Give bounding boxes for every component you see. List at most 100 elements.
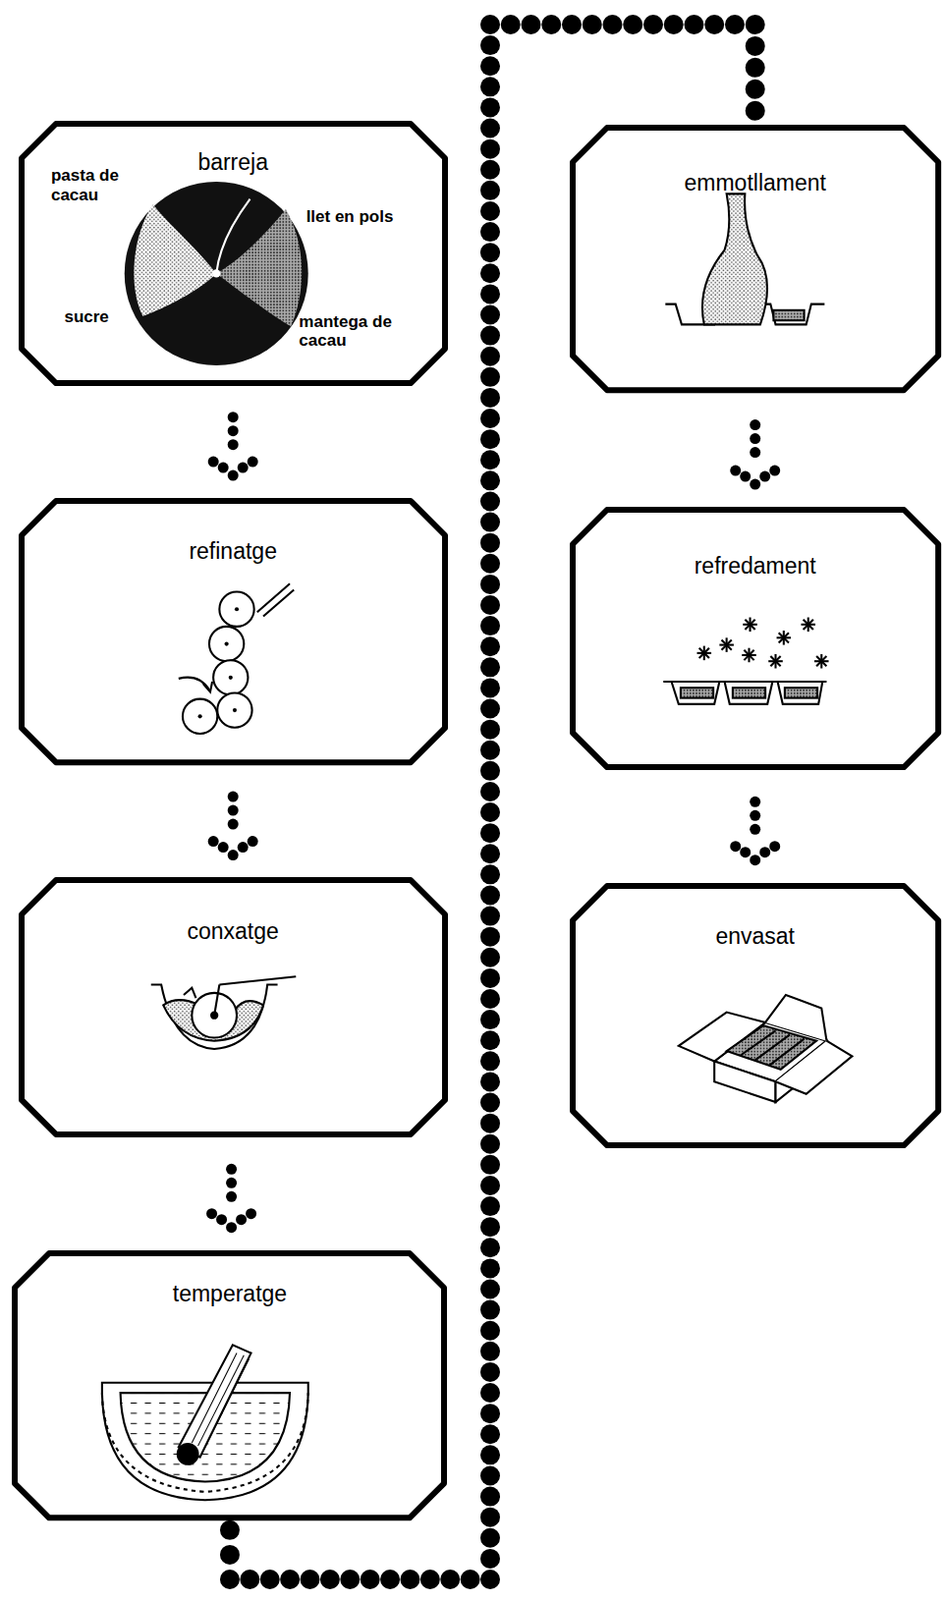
- connector-dot: [480, 1403, 501, 1424]
- connector-dot: [664, 14, 684, 35]
- process-box: barrejapasta de cacaullet en polssucrema…: [18, 120, 448, 387]
- connector-dot: [480, 1279, 501, 1300]
- connector-dot: [480, 1134, 501, 1155]
- connector-dot: [480, 823, 501, 843]
- illustration-part: [178, 1344, 252, 1457]
- ingredient-label: sucre: [63, 307, 109, 328]
- step-title: envasat: [569, 923, 942, 950]
- connector-dot: [480, 118, 501, 139]
- illustration-part: [732, 687, 766, 698]
- connector-dot: [480, 1465, 501, 1486]
- connector-dot: [480, 761, 501, 781]
- illustration-part: [760, 304, 825, 326]
- illustration-part: [124, 181, 309, 366]
- illustration-part: [217, 692, 252, 727]
- connector-dot: [480, 97, 501, 117]
- connector-dot: [245, 1208, 257, 1220]
- connector-dot: [247, 835, 259, 847]
- illustration-part: [263, 589, 294, 616]
- connector-dot: [208, 835, 220, 847]
- step-title: temperatge: [11, 1280, 447, 1308]
- connector-dot: [745, 79, 766, 100]
- connector-dot: [480, 533, 501, 554]
- connector-dot: [227, 819, 239, 831]
- connector-dot: [480, 615, 501, 636]
- connector-dot: [480, 35, 501, 56]
- octagon-line: [572, 127, 939, 390]
- illustration-part: [769, 1039, 804, 1066]
- connector-dot: [480, 740, 501, 761]
- connector-dot: [225, 1164, 237, 1175]
- connector-dot: [480, 968, 501, 989]
- connector-dot: [724, 14, 745, 35]
- connector-dot: [399, 1569, 420, 1590]
- connector-dot: [279, 1569, 300, 1590]
- connector-dot: [480, 388, 501, 408]
- star-stroke: [779, 632, 789, 643]
- connector-dot: [480, 160, 501, 180]
- dot-connector: [208, 791, 259, 861]
- step-title: refinatge: [18, 538, 448, 565]
- connector-dot: [582, 14, 603, 35]
- connector-dot: [480, 1362, 501, 1383]
- illustration-part: [228, 675, 233, 680]
- connector-dot: [729, 840, 741, 852]
- illustration-part: [209, 626, 244, 662]
- connector-dot: [749, 854, 761, 866]
- connector-dot: [227, 439, 239, 450]
- connector-dot: [480, 657, 501, 677]
- connector-dot: [218, 462, 229, 474]
- connector-dot: [239, 1569, 260, 1590]
- process-box: refinatge: [18, 498, 448, 766]
- connector-dot: [235, 1214, 247, 1225]
- connector-dot: [683, 14, 704, 35]
- connector-dot: [480, 367, 501, 388]
- connector-dot: [739, 846, 751, 858]
- connector-dot: [218, 841, 229, 853]
- connector-dot: [480, 947, 501, 968]
- connector-dot: [480, 554, 501, 574]
- connector-dot: [480, 885, 501, 905]
- connector-dot: [227, 791, 239, 803]
- cooling-trays: [663, 681, 827, 705]
- connector-dot: [247, 456, 259, 468]
- connector-dot: [480, 1487, 501, 1507]
- step-title: refredament: [569, 553, 942, 580]
- star-stroke: [770, 656, 780, 667]
- connector-dot: [225, 1191, 237, 1203]
- connector-dot: [480, 636, 501, 657]
- illustration-part: [224, 641, 229, 646]
- connector-dot: [480, 222, 501, 242]
- connector-dot: [320, 1569, 340, 1590]
- dot-connector: [729, 419, 780, 491]
- star-stroke: [743, 650, 754, 661]
- dot-connector: [729, 796, 780, 866]
- connector-dot: [480, 55, 501, 76]
- connector-dot: [227, 805, 239, 817]
- connector-dot: [745, 57, 766, 78]
- connector-dot: [729, 465, 741, 477]
- ingredient-label: pasta de cacau: [51, 166, 150, 205]
- connector-dot: [622, 14, 643, 35]
- illustration-part: [216, 209, 302, 327]
- mixing-pie: [124, 181, 309, 366]
- connector-dot: [237, 841, 249, 853]
- illustration-part: [702, 193, 768, 325]
- process-box: temperatge: [11, 1250, 447, 1521]
- connector-dot: [480, 283, 501, 304]
- connector-dot: [227, 849, 239, 861]
- connector-dot: [749, 796, 761, 808]
- connector-dot: [749, 419, 761, 431]
- refining-rollers: [178, 583, 294, 734]
- star-stroke: [722, 639, 732, 650]
- illustration-part: [213, 660, 248, 695]
- connector-dot: [749, 810, 761, 822]
- connector-dot: [480, 1445, 501, 1465]
- illustration-part: [740, 1030, 776, 1056]
- illustration-part: [219, 976, 296, 985]
- connector-dot: [480, 1051, 501, 1071]
- illustration-part: [212, 269, 221, 278]
- connector-dot: [759, 846, 771, 858]
- star-stroke: [744, 619, 755, 630]
